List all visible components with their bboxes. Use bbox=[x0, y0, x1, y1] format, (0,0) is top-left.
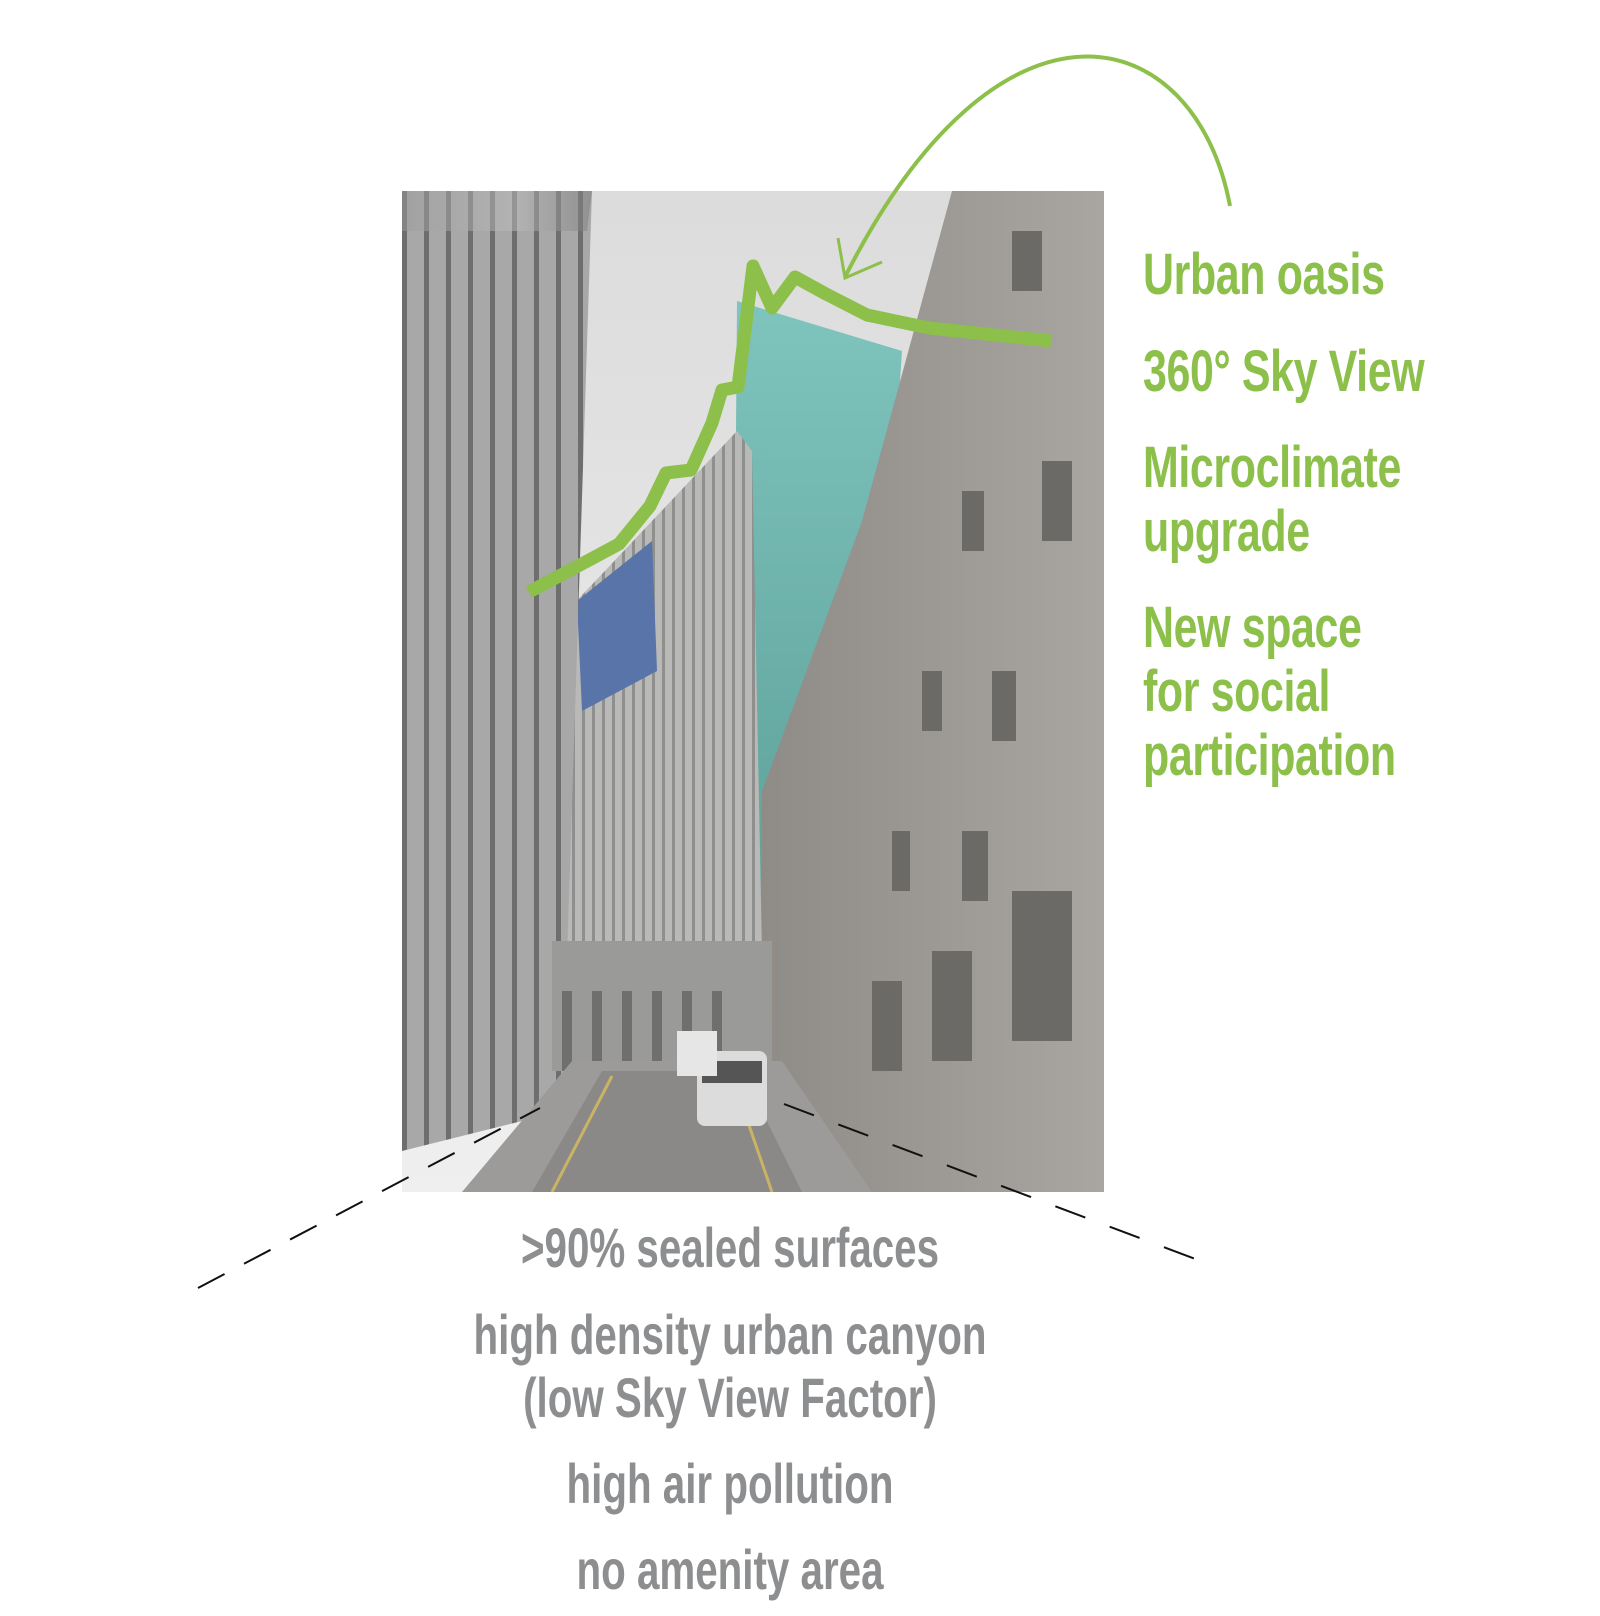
problem-air-pollution: high air pollution bbox=[566, 1452, 894, 1515]
problem-sky-view-factor: (low Sky View Factor) bbox=[523, 1366, 937, 1429]
benefit-microclimate: Microclimate bbox=[1143, 435, 1401, 500]
benefit-social-space: New space bbox=[1143, 595, 1362, 660]
benefit-microclimate-2: upgrade bbox=[1143, 499, 1310, 564]
benefit-sky-view: 360° Sky View bbox=[1143, 339, 1425, 404]
problem-sealed-surfaces: >90% sealed surfaces bbox=[520, 1216, 940, 1279]
benefit-social-space-3: participation bbox=[1143, 723, 1396, 788]
street-canyon-photo bbox=[402, 191, 1104, 1192]
problem-no-amenity: no amenity area bbox=[576, 1538, 884, 1601]
benefit-urban-oasis: Urban oasis bbox=[1143, 242, 1385, 307]
benefit-social-space-2: for social bbox=[1143, 659, 1331, 724]
problem-urban-canyon: high density urban canyon bbox=[473, 1303, 987, 1366]
